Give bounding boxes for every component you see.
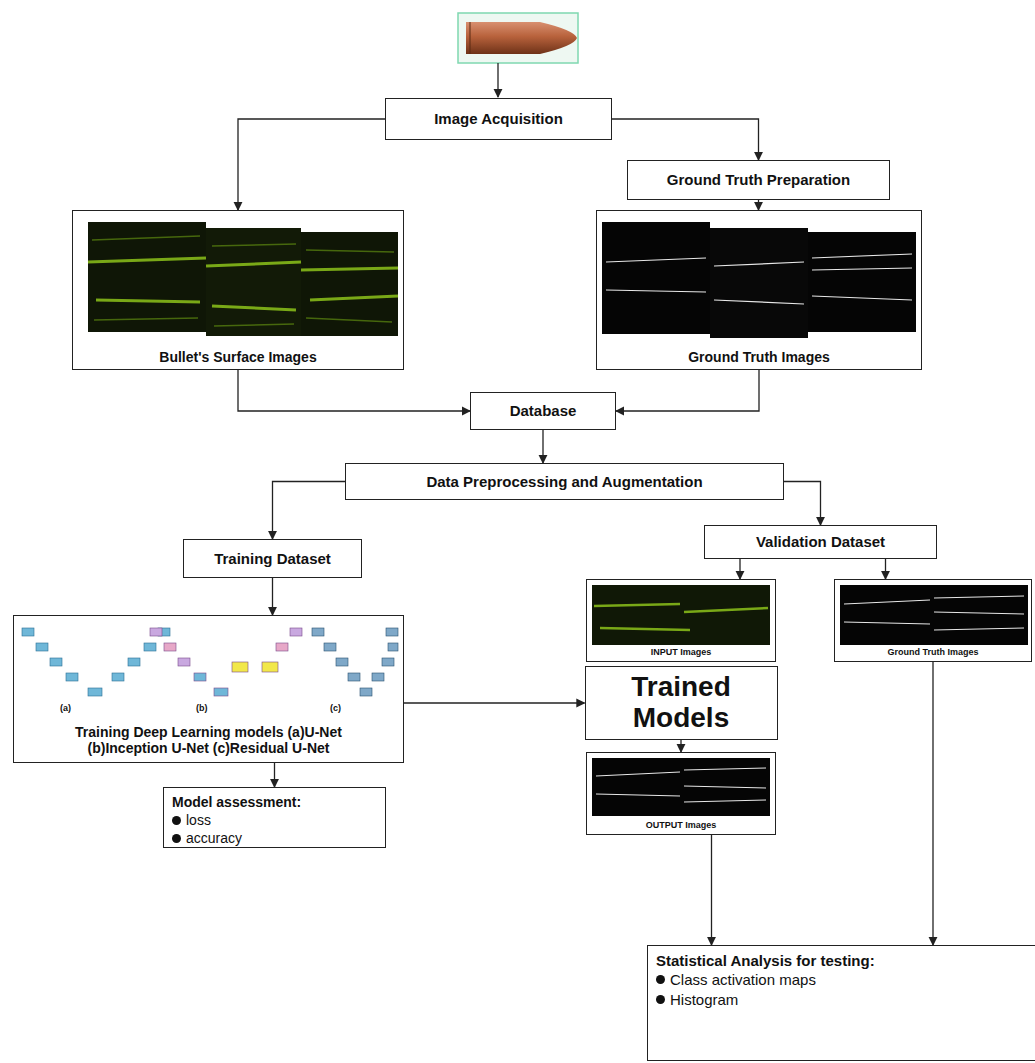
list-row: Class activation maps xyxy=(656,971,1035,988)
list-box: Statistical Analysis for testing: Class a… xyxy=(647,945,1035,1061)
node-text: Trained Models xyxy=(594,672,769,734)
node-text: Training Deep Learning models (a)U-Net (… xyxy=(49,724,369,756)
node-text: Data Preprocessing and Augmentation xyxy=(426,473,702,490)
node-text: Model assessment: xyxy=(172,794,377,810)
flow-arrow xyxy=(680,740,681,752)
part-label: (b) xyxy=(196,703,208,713)
flow-arrow xyxy=(758,200,759,210)
ground-truth-image xyxy=(840,585,1028,645)
model-panel: Training Deep Learning models (a)U-Net (… xyxy=(13,615,404,763)
flow-arrow xyxy=(711,835,712,945)
image-box: Ground Truth Images xyxy=(834,579,1032,662)
flow-arrow xyxy=(273,482,346,540)
process-box: Ground Truth Preparation xyxy=(627,160,890,200)
part-label: (a) xyxy=(60,703,71,713)
node-text: Statistical Analysis for testing: xyxy=(656,952,1035,969)
flow-arrow xyxy=(784,482,821,526)
feed-line xyxy=(497,63,498,97)
bullet-picture xyxy=(458,13,578,63)
flow-arrow xyxy=(274,763,275,787)
image-box: OUTPUT Images xyxy=(586,752,776,835)
inception-unet-sketch xyxy=(150,628,302,696)
node-text: Image Acquisition xyxy=(434,110,563,127)
process-box: Trained Models xyxy=(585,666,778,740)
surface-image xyxy=(88,222,398,336)
output-image xyxy=(592,758,770,816)
image-box: INPUT Images xyxy=(586,579,776,662)
process-box: Validation Dataset xyxy=(704,525,937,559)
ground-truth-image xyxy=(602,222,916,338)
flow-arrow xyxy=(272,578,273,615)
process-box: Image Acquisition xyxy=(385,98,612,140)
flow-arrow xyxy=(932,662,933,945)
process-box: Training Dataset xyxy=(183,539,362,578)
list-row: loss xyxy=(172,812,377,828)
flow-arrow xyxy=(612,119,759,160)
node-text: Ground Truth Images xyxy=(599,349,919,365)
node-text: OUTPUT Images xyxy=(589,820,773,830)
flow-arrow xyxy=(238,370,470,411)
image-box: Bullet's Surface Images xyxy=(72,210,404,370)
list-row: Histogram xyxy=(656,991,1035,1008)
input-image xyxy=(592,585,770,645)
list-box: Model assessment: loss accuracy xyxy=(163,787,386,848)
image-box: Ground Truth Images xyxy=(596,210,922,370)
flow-arrow xyxy=(885,559,886,579)
residual-unet-sketch xyxy=(312,628,398,696)
list-item: loss xyxy=(186,812,211,828)
node-text: Bullet's Surface Images xyxy=(75,349,401,365)
node-text: INPUT Images xyxy=(589,647,773,657)
list-item: Histogram xyxy=(670,991,738,1008)
process-box: Database xyxy=(470,392,616,430)
list-item: Class activation maps xyxy=(670,971,816,988)
bullet-dot xyxy=(656,975,665,984)
flow-arrow xyxy=(739,559,740,579)
bullet-dot xyxy=(172,834,181,843)
node-text: Training Dataset xyxy=(214,550,331,567)
unet-sketch xyxy=(22,628,170,696)
bullet-dot xyxy=(172,816,181,825)
flow-arrow xyxy=(616,370,759,411)
bullet-dot xyxy=(656,995,665,1004)
node-text: Validation Dataset xyxy=(756,533,885,550)
process-box: Data Preprocessing and Augmentation xyxy=(345,463,784,500)
node-text: Database xyxy=(510,402,577,419)
part-label: (c) xyxy=(330,703,341,713)
flow-arrow xyxy=(404,702,585,703)
node-text: Ground Truth Preparation xyxy=(667,171,850,188)
flow-arrow xyxy=(238,119,385,210)
list-row: accuracy xyxy=(172,830,377,846)
node-text: Ground Truth Images xyxy=(837,647,1029,657)
list-item: accuracy xyxy=(186,830,242,846)
flow-arrow xyxy=(542,430,543,463)
